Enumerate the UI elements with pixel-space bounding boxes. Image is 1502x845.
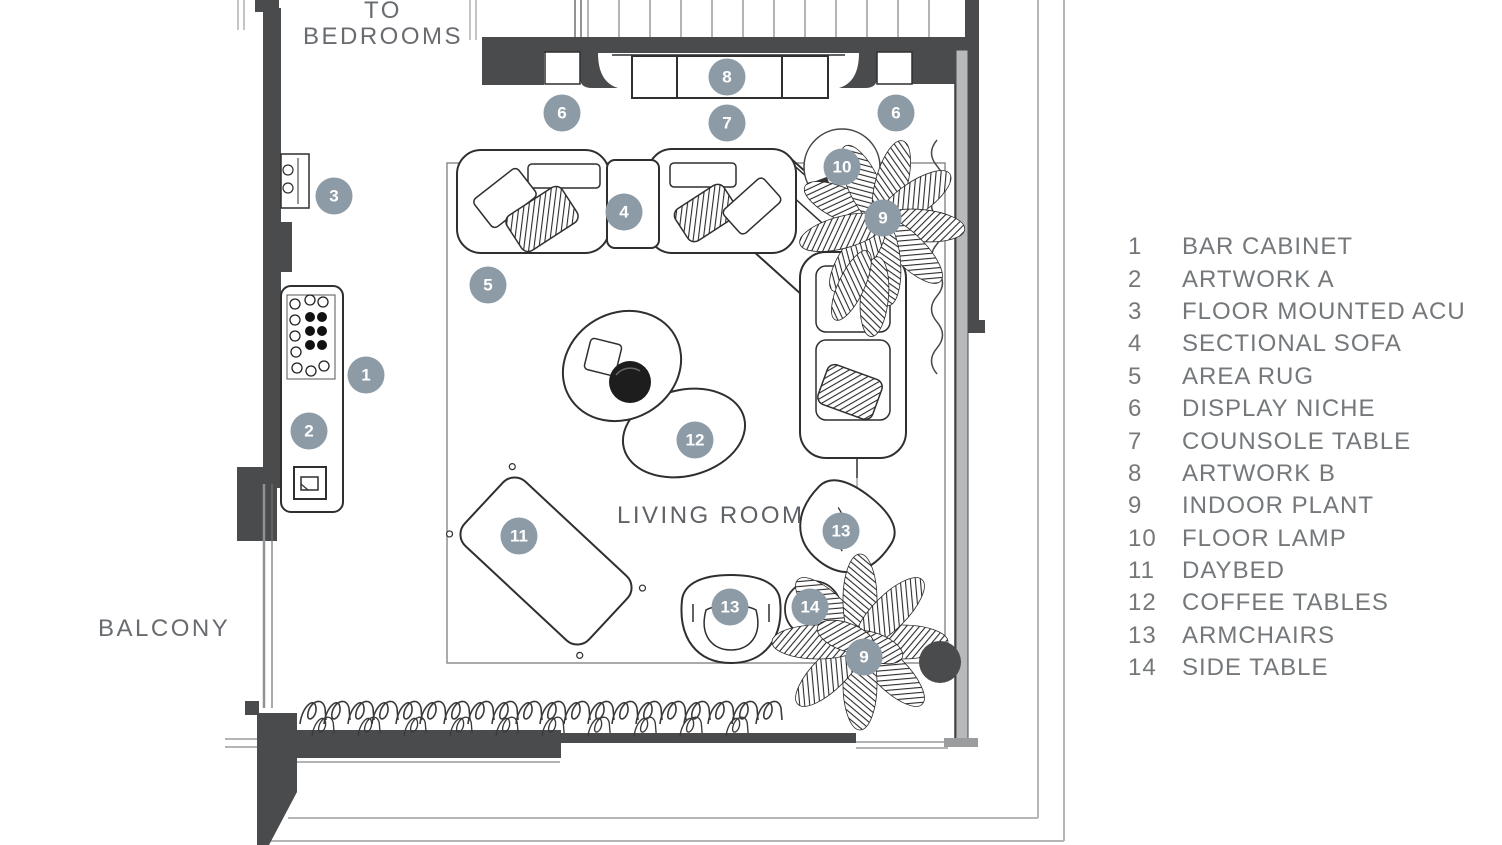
to-bedrooms-label: TO BEDROOMS — [303, 0, 463, 50]
legend-item-number: 13 — [1128, 621, 1157, 649]
legend-item-number: 2 — [1128, 265, 1143, 293]
legend-item: 1 BAR CABINET — [1128, 231, 1488, 263]
artwork-a — [293, 466, 327, 500]
legend-item-label: ARTWORK A — [1182, 265, 1335, 293]
legend-item: 10 FLOOR LAMP — [1128, 523, 1488, 555]
legend-item-label: INDOOR PLANT — [1182, 492, 1375, 520]
balcony-edge-lines — [225, 738, 948, 763]
legend-item: 7 COUNSOLE TABLE — [1128, 425, 1488, 457]
legend-item-number: 3 — [1128, 297, 1143, 325]
legend-item: 8 ARTWORK B — [1128, 458, 1488, 490]
legend-item: 13 ARMCHAIRS — [1128, 620, 1488, 652]
daybed — [445, 463, 647, 659]
legend-item-number: 1 — [1128, 233, 1143, 261]
bar-cabinet — [280, 285, 344, 513]
coffee-tables — [561, 309, 747, 479]
legend-item-label: SECTIONAL SOFA — [1182, 330, 1402, 358]
legend-item: 3 FLOOR MOUNTED ACU — [1128, 296, 1488, 328]
legend-item: 2 ARTWORK A — [1128, 263, 1488, 295]
legend-item-label: AREA RUG — [1182, 362, 1315, 390]
legend-item-label: BAR CABINET — [1182, 233, 1354, 261]
legend-item: 6 DISPLAY NICHE — [1128, 393, 1488, 425]
legend-item: 4 SECTIONAL SOFA — [1128, 328, 1488, 360]
legend-item: 14 SIDE TABLE — [1128, 652, 1488, 684]
marker-indoor-plant-bottom: 9 — [845, 638, 883, 676]
legend-item-label: ARMCHAIRS — [1182, 621, 1336, 649]
legend-item-number: 9 — [1128, 492, 1143, 520]
marker-area-rug: 5 — [469, 266, 507, 304]
legend-item-label: COUNSOLE TABLE — [1182, 427, 1412, 455]
marker-bar-cabinet: 1 — [347, 356, 385, 394]
legend-item-label: ARTWORK B — [1182, 459, 1336, 487]
plant-pot — [919, 641, 961, 683]
legend-item: 9 INDOOR PLANT — [1128, 490, 1488, 522]
stairs — [237, 0, 930, 40]
marker-display-niche-right: 6 — [877, 94, 915, 132]
marker-coffee-tables: 12 — [676, 421, 714, 459]
floor-mounted-acu — [280, 153, 310, 209]
display-niches — [544, 51, 913, 85]
legend-item-number: 12 — [1128, 589, 1157, 617]
legend-item: 11 DAYBED — [1128, 555, 1488, 587]
legend-item-label: DISPLAY NICHE — [1182, 395, 1376, 423]
marker-sectional-sofa: 4 — [605, 193, 643, 231]
balcony-label: BALCONY — [98, 615, 231, 642]
marker-armchair-bottom: 13 — [711, 588, 749, 626]
legend-item-label: FLOOR LAMP — [1182, 524, 1347, 552]
living-room-label: LIVING ROOM — [617, 502, 805, 529]
legend: 1 BAR CABINET 2 ARTWORK A 3 FLOOR MOUNTE… — [1128, 231, 1488, 684]
marker-indoor-plant-top: 9 — [864, 199, 902, 237]
legend-item-number: 5 — [1128, 362, 1143, 390]
to-bedrooms-line1: TO — [364, 0, 402, 24]
walls — [237, 0, 985, 845]
marker-side-table: 14 — [791, 588, 829, 626]
legend-item-label: COFFEE TABLES — [1182, 589, 1389, 617]
marker-armchair-right: 13 — [822, 512, 860, 550]
legend-item-number: 4 — [1128, 330, 1143, 358]
legend-item-number: 11 — [1128, 557, 1155, 585]
legend-item-number: 8 — [1128, 459, 1143, 487]
marker-display-niche-left: 6 — [543, 94, 581, 132]
marker-floor-mounted-acu: 3 — [315, 177, 353, 215]
legend-item-number: 14 — [1128, 654, 1157, 682]
legend-item: 12 COFFEE TABLES — [1128, 587, 1488, 619]
legend-item-label: FLOOR MOUNTED ACU — [1182, 297, 1466, 325]
legend-item-number: 6 — [1128, 395, 1143, 423]
legend-item: 5 AREA RUG — [1128, 361, 1488, 393]
exterior-boundary-lines — [268, 0, 1065, 842]
marker-counsole-table: 7 — [708, 104, 746, 142]
window-left — [262, 484, 273, 708]
marker-floor-lamp: 10 — [823, 148, 861, 186]
legend-item-number: 10 — [1128, 524, 1157, 552]
legend-item-number: 7 — [1128, 427, 1143, 455]
to-bedrooms-line2: BEDROOMS — [303, 23, 464, 50]
marker-artwork-a: 2 — [290, 412, 328, 450]
marker-daybed: 11 — [500, 517, 538, 555]
legend-item-label: SIDE TABLE — [1182, 654, 1329, 682]
marker-artwork-b: 8 — [708, 58, 746, 96]
legend-item-label: DAYBED — [1182, 557, 1285, 585]
